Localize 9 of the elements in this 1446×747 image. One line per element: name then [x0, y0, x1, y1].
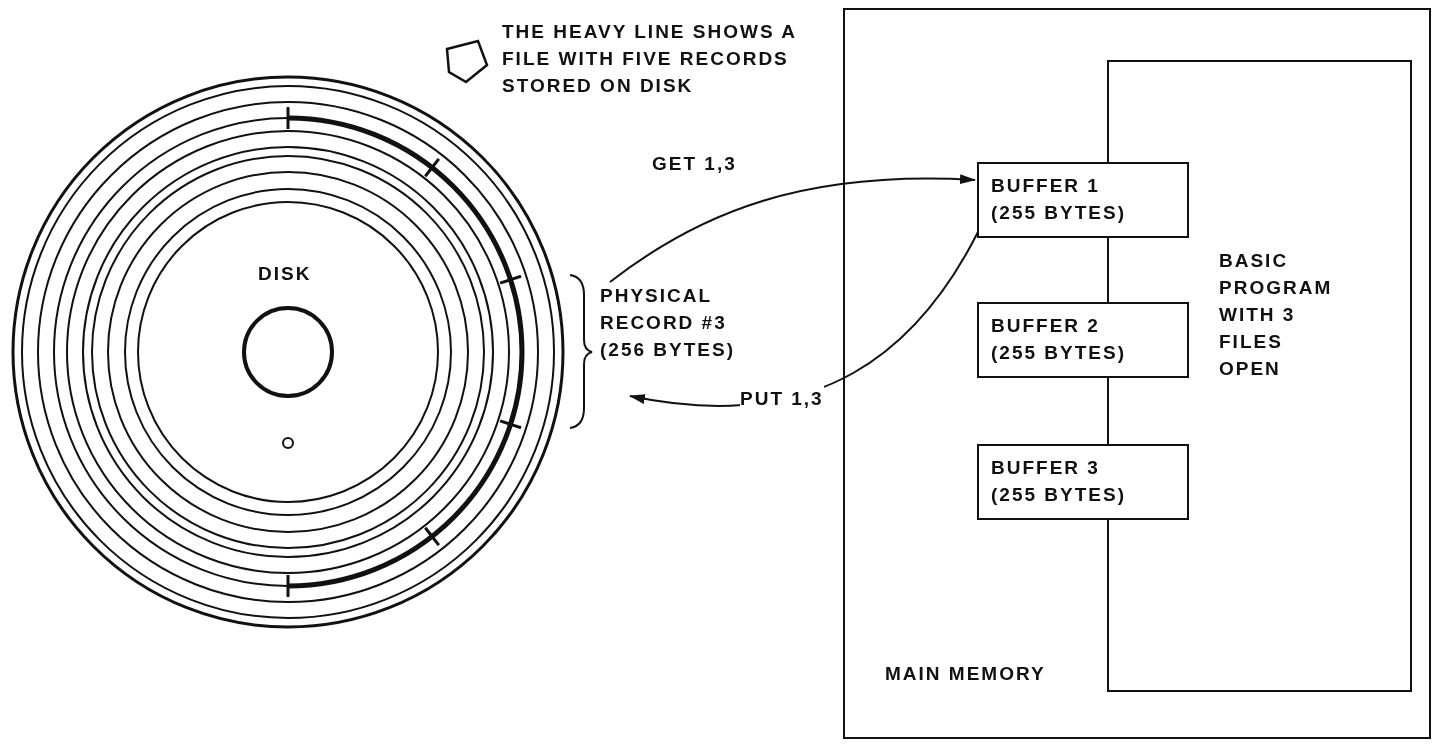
buffer-box: BUFFER 3 (255 BYTES) — [977, 444, 1189, 520]
memory-label: MAIN MEMORY — [885, 662, 1046, 686]
disk-label: DISK — [258, 262, 312, 286]
buffer-box: BUFFER 2 (255 BYTES) — [977, 302, 1189, 378]
arrow — [609, 174, 976, 283]
note-text: THE HEAVY LINE SHOWS A FILE WITH FIVE RECORDS STORED ON DISK — [502, 20, 798, 98]
memory-box — [843, 8, 1431, 739]
program-label: BASIC PROGRAM WITH 3 FILES OPEN — [1219, 249, 1334, 381]
buffer-box: BUFFER 1 (255 BYTES) — [977, 162, 1189, 238]
